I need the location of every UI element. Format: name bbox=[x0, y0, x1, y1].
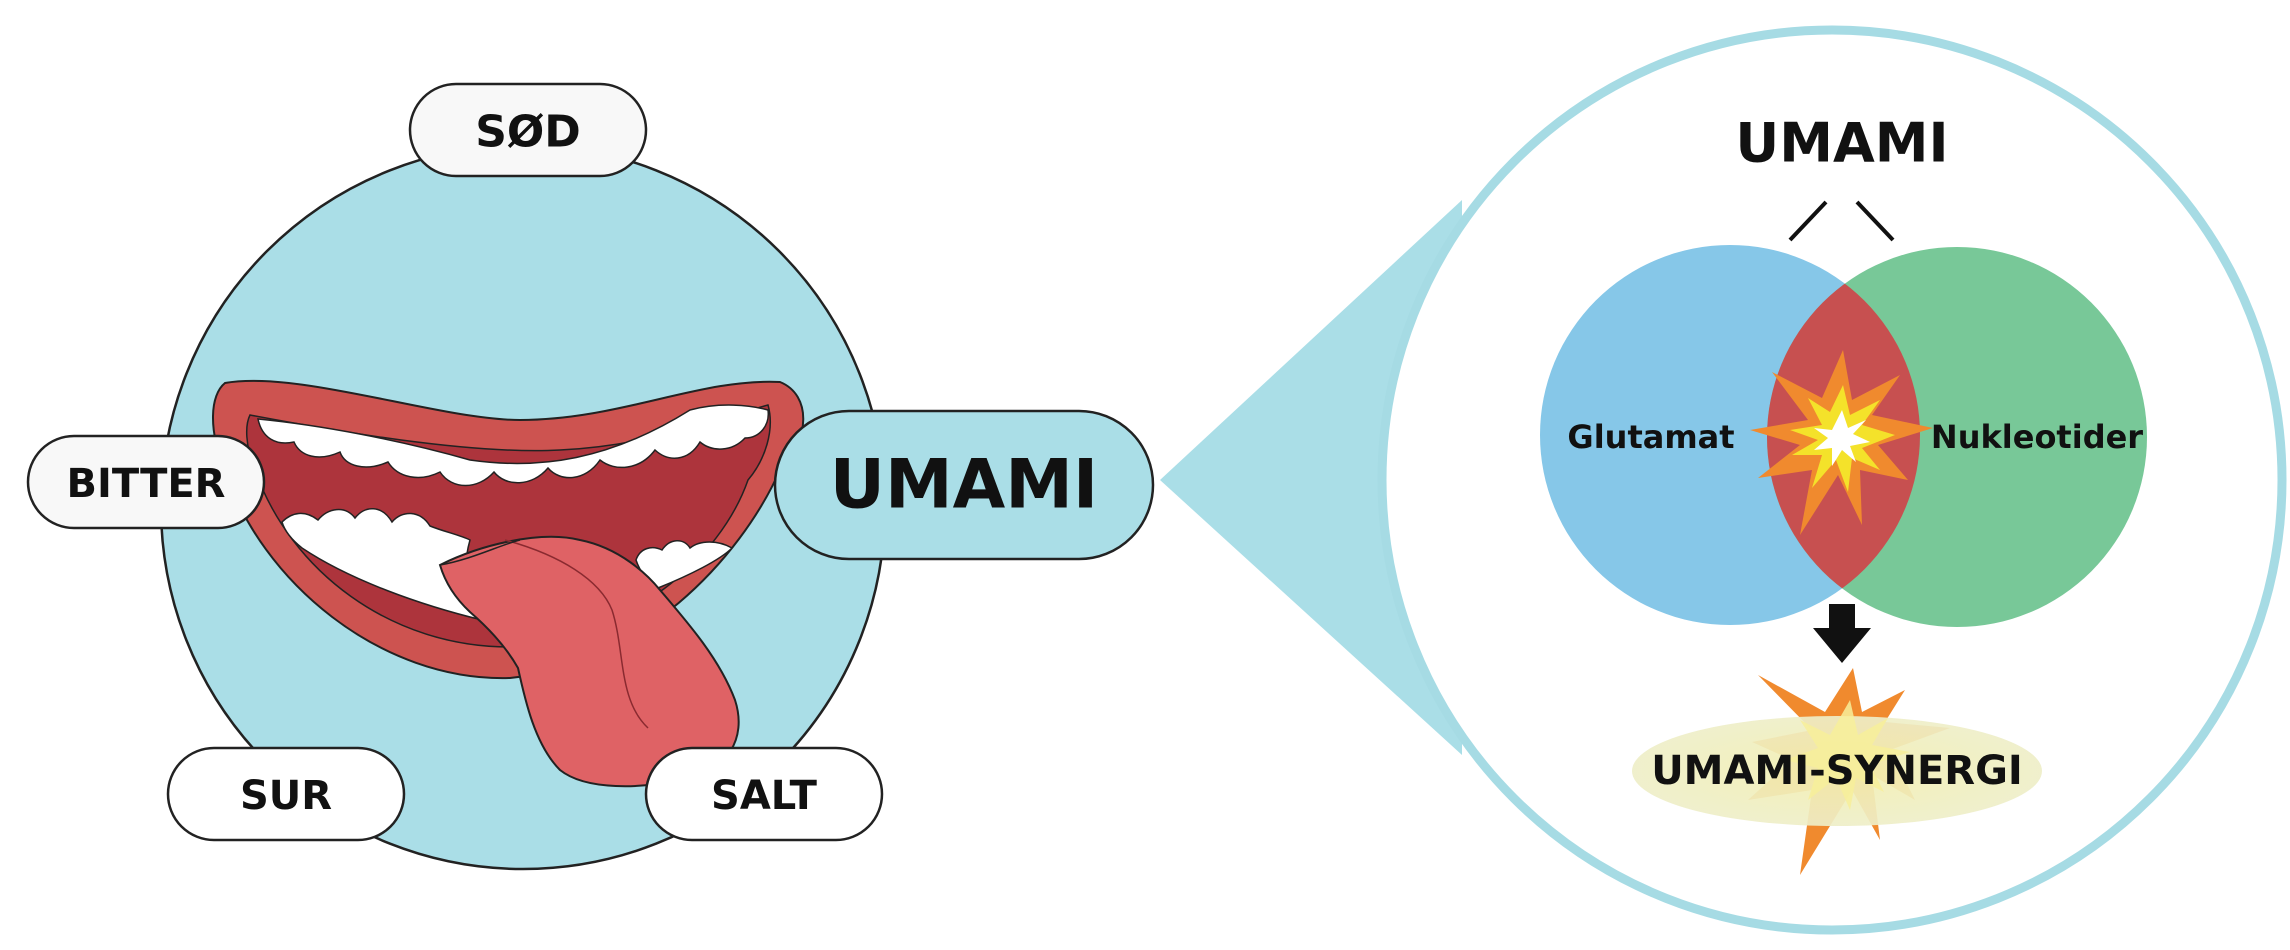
label-sweet: SØD bbox=[475, 107, 581, 158]
taste-label-sour: SUR bbox=[166, 746, 406, 842]
zoom-title: UMAMI bbox=[1735, 112, 1948, 175]
burst-icon bbox=[1750, 350, 1933, 535]
lower-teeth-left bbox=[281, 508, 484, 622]
upper-teeth bbox=[257, 404, 769, 487]
set-label-nucleotides: Nukleotider bbox=[1931, 418, 2143, 456]
label-sour: SUR bbox=[240, 773, 332, 819]
zoom-wedge bbox=[1160, 200, 1462, 755]
taste-label-salty: SALT bbox=[644, 746, 884, 842]
set-label-glutamate: Glutamat bbox=[1567, 418, 1734, 456]
arrow-down-icon bbox=[1813, 604, 1871, 663]
set-overlap bbox=[1767, 247, 1920, 625]
branch-line-right bbox=[1855, 200, 1895, 242]
label-bitter: BITTER bbox=[67, 461, 226, 507]
label-salty: SALT bbox=[711, 773, 818, 819]
label-umami: UMAMI bbox=[830, 446, 1098, 525]
venn-diagram bbox=[1540, 245, 2147, 627]
result-label: UMAMI-SYNERGI bbox=[1651, 748, 2023, 794]
mouth-icon bbox=[212, 379, 805, 788]
tongue-groove bbox=[504, 539, 649, 729]
result-burst-inner bbox=[1785, 700, 1910, 810]
branch-line-left bbox=[1788, 200, 1828, 242]
tongue-lip-edge bbox=[439, 539, 521, 566]
taste-label-sweet: SØD bbox=[408, 82, 648, 178]
taste-label-bitter: BITTER bbox=[26, 434, 266, 530]
taste-label-umami: UMAMI bbox=[773, 409, 1155, 561]
